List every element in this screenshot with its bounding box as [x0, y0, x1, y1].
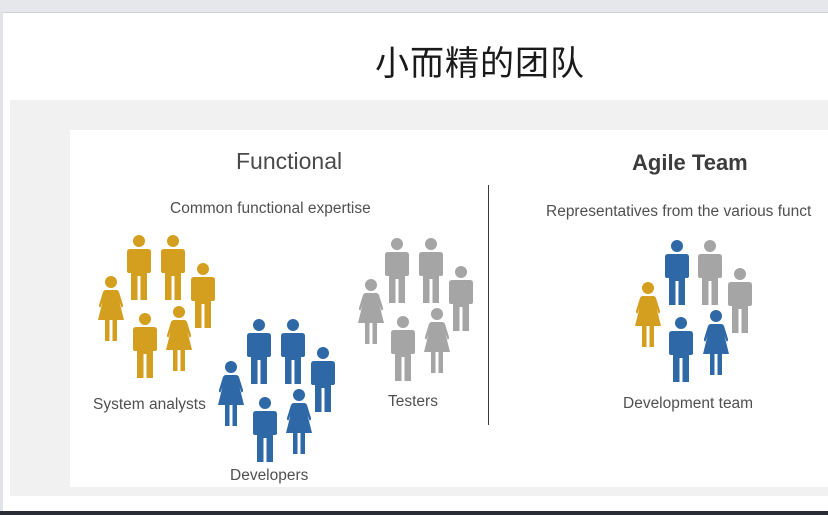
functional-heading: Functional: [236, 148, 343, 174]
window-top-edge: [0, 0, 828, 13]
person-male-icon: [664, 239, 690, 307]
person-female-icon: [218, 360, 244, 428]
person-male-icon: [697, 239, 723, 307]
person-male-icon: [126, 234, 152, 302]
person-male-icon: [246, 318, 272, 386]
person-female-icon: [358, 278, 384, 346]
person-male-icon: [390, 315, 416, 383]
window-left-edge: [0, 12, 3, 511]
person-female-icon: [286, 388, 312, 456]
person-male-icon: [310, 346, 336, 414]
window-bottom-edge: [0, 511, 828, 515]
person-female-icon: [703, 309, 729, 377]
testers-label: Testers: [388, 393, 438, 410]
person-male-icon: [384, 237, 410, 305]
person-male-icon: [190, 262, 216, 330]
person-female-icon: [635, 281, 661, 349]
agile-heading: Agile Team: [632, 150, 748, 175]
person-male-icon: [252, 396, 278, 464]
developers-label: Developers: [230, 467, 309, 484]
system-analysts-label: System analysts: [93, 396, 206, 413]
person-male-icon: [448, 265, 474, 333]
agile-caption: Representatives from the various funct: [546, 203, 812, 220]
person-male-icon: [418, 237, 444, 305]
person-male-icon: [280, 318, 306, 386]
person-female-icon: [166, 305, 192, 373]
development-team-label: Development team: [623, 395, 754, 412]
person-male-icon: [132, 312, 158, 380]
column-divider: [488, 185, 489, 425]
person-male-icon: [668, 316, 694, 384]
person-male-icon: [727, 267, 753, 335]
person-female-icon: [424, 307, 450, 375]
slide-title: 小而精的团队: [375, 44, 585, 84]
person-male-icon: [160, 234, 186, 302]
functional-caption: Common functional expertise: [170, 200, 371, 217]
person-female-icon: [98, 275, 124, 343]
